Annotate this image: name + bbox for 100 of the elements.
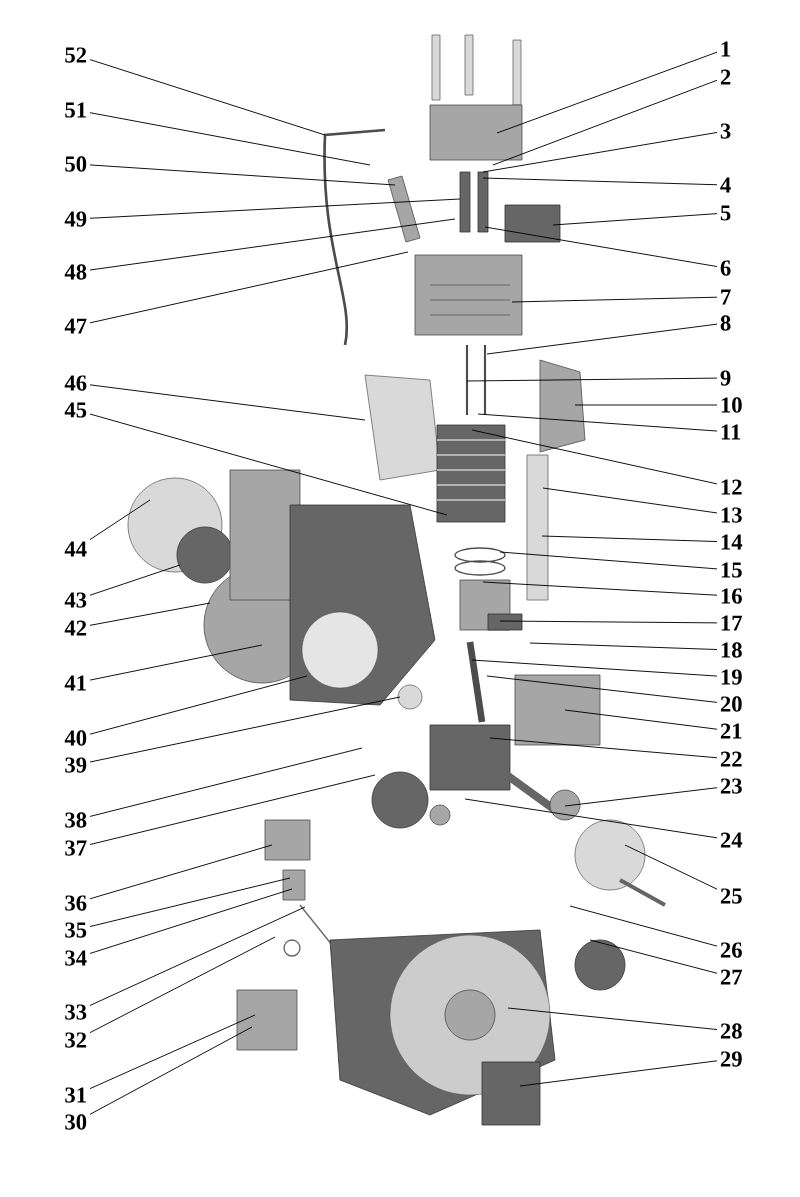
callout-number: 32 bbox=[65, 1032, 87, 1048]
leader-line bbox=[89, 59, 326, 136]
callout-number: 35 bbox=[65, 922, 87, 938]
leader-line bbox=[624, 844, 718, 890]
leader-line bbox=[484, 226, 718, 267]
leader-line bbox=[511, 296, 718, 303]
callout-number: 47 bbox=[64, 318, 87, 334]
callout-number: 6 bbox=[720, 260, 731, 276]
callout-number: 46 bbox=[64, 375, 87, 391]
leader-line bbox=[466, 377, 718, 382]
leader-line bbox=[464, 798, 718, 839]
leader-line bbox=[496, 51, 718, 134]
leader-line bbox=[519, 1060, 718, 1087]
callout-number: 37 bbox=[65, 840, 87, 856]
callout-number: 44 bbox=[64, 541, 87, 557]
callout-number: 4 bbox=[720, 177, 731, 193]
callout-number: 22 bbox=[720, 751, 742, 767]
callout-number: 49 bbox=[64, 211, 87, 227]
callout-number: 19 bbox=[721, 669, 742, 685]
leader-line bbox=[89, 499, 151, 541]
callout-number: 12 bbox=[721, 479, 742, 495]
leader-line bbox=[89, 774, 376, 845]
leader-line bbox=[89, 164, 396, 186]
callout-number: 27 bbox=[720, 969, 743, 985]
leader-line bbox=[486, 675, 718, 703]
leader-line bbox=[89, 936, 276, 1034]
callout-number: 31 bbox=[65, 1087, 86, 1103]
callout-number: 36 bbox=[65, 895, 87, 911]
leader-line bbox=[89, 112, 371, 166]
callout-number: 9 bbox=[720, 370, 731, 386]
leader-line bbox=[569, 905, 718, 947]
callout-number: 18 bbox=[721, 642, 742, 658]
callout-number: 1 bbox=[721, 41, 731, 57]
leader-line bbox=[89, 251, 409, 324]
callout-number: 5 bbox=[720, 205, 731, 221]
leader-line bbox=[499, 551, 718, 570]
leader-line bbox=[492, 79, 718, 166]
callout-number: 42 bbox=[64, 620, 87, 636]
leader-line bbox=[542, 487, 718, 514]
callout-number: 13 bbox=[721, 507, 742, 523]
leader-line bbox=[482, 132, 718, 173]
callout-number: 43 bbox=[64, 592, 87, 608]
leader-line bbox=[89, 384, 366, 421]
leader-line bbox=[89, 602, 211, 626]
callout-number: 25 bbox=[720, 888, 742, 904]
callout-number: 15 bbox=[721, 562, 742, 578]
callout-number: 34 bbox=[65, 950, 87, 966]
callout-number: 50 bbox=[65, 156, 87, 172]
callout-number: 23 bbox=[720, 778, 742, 794]
leader-line bbox=[541, 535, 718, 543]
leader-line bbox=[89, 413, 448, 516]
leader-line bbox=[589, 939, 718, 974]
leader-line bbox=[471, 429, 718, 485]
leader-line bbox=[482, 581, 718, 596]
callout-number: 2 bbox=[720, 69, 731, 85]
callout-number: 45 bbox=[64, 402, 87, 418]
leader-line bbox=[507, 1007, 718, 1030]
leader-line bbox=[477, 413, 718, 432]
leader-line bbox=[89, 844, 273, 900]
callout-number: 21 bbox=[720, 723, 742, 739]
leader-line bbox=[564, 709, 718, 730]
leader-line bbox=[89, 877, 291, 927]
leader-line bbox=[471, 659, 718, 677]
callout-number: 14 bbox=[721, 534, 743, 550]
callout-number: 41 bbox=[64, 675, 86, 691]
callout-number: 16 bbox=[721, 588, 742, 604]
leader-line bbox=[529, 642, 718, 650]
callout-number: 52 bbox=[65, 47, 87, 63]
callout-number: 28 bbox=[720, 1023, 742, 1039]
callout-number: 24 bbox=[720, 832, 743, 848]
callout-number: 20 bbox=[720, 696, 742, 712]
leader-line bbox=[89, 644, 263, 681]
leader-line bbox=[89, 564, 181, 596]
leader-line bbox=[89, 888, 293, 954]
callout-number: 48 bbox=[64, 264, 87, 280]
leader-line bbox=[552, 213, 718, 226]
leader-line bbox=[89, 198, 461, 219]
leader-line bbox=[564, 787, 718, 807]
leader-line bbox=[89, 218, 456, 271]
callout-number: 38 bbox=[65, 812, 87, 828]
leader-line bbox=[89, 696, 401, 763]
leader-line bbox=[574, 404, 718, 406]
callout-number: 29 bbox=[720, 1051, 742, 1067]
callout-number: 7 bbox=[721, 289, 731, 305]
callout-number: 10 bbox=[721, 397, 742, 413]
callout-number: 26 bbox=[720, 942, 742, 958]
leader-line bbox=[489, 737, 718, 759]
callout-number: 40 bbox=[64, 730, 87, 746]
leader-line bbox=[89, 1026, 253, 1115]
leader-line bbox=[89, 675, 308, 735]
callout-number: 39 bbox=[65, 757, 87, 773]
callout-number: 3 bbox=[720, 123, 731, 139]
leader-line bbox=[89, 906, 306, 1006]
callout-number: 33 bbox=[65, 1004, 87, 1020]
callout-number: 11 bbox=[721, 424, 741, 440]
callout-number: 51 bbox=[65, 102, 86, 118]
leader-line bbox=[486, 323, 718, 355]
callout-number: 8 bbox=[720, 315, 731, 331]
callout-number: 30 bbox=[65, 1114, 87, 1130]
leader-line bbox=[89, 1014, 256, 1090]
